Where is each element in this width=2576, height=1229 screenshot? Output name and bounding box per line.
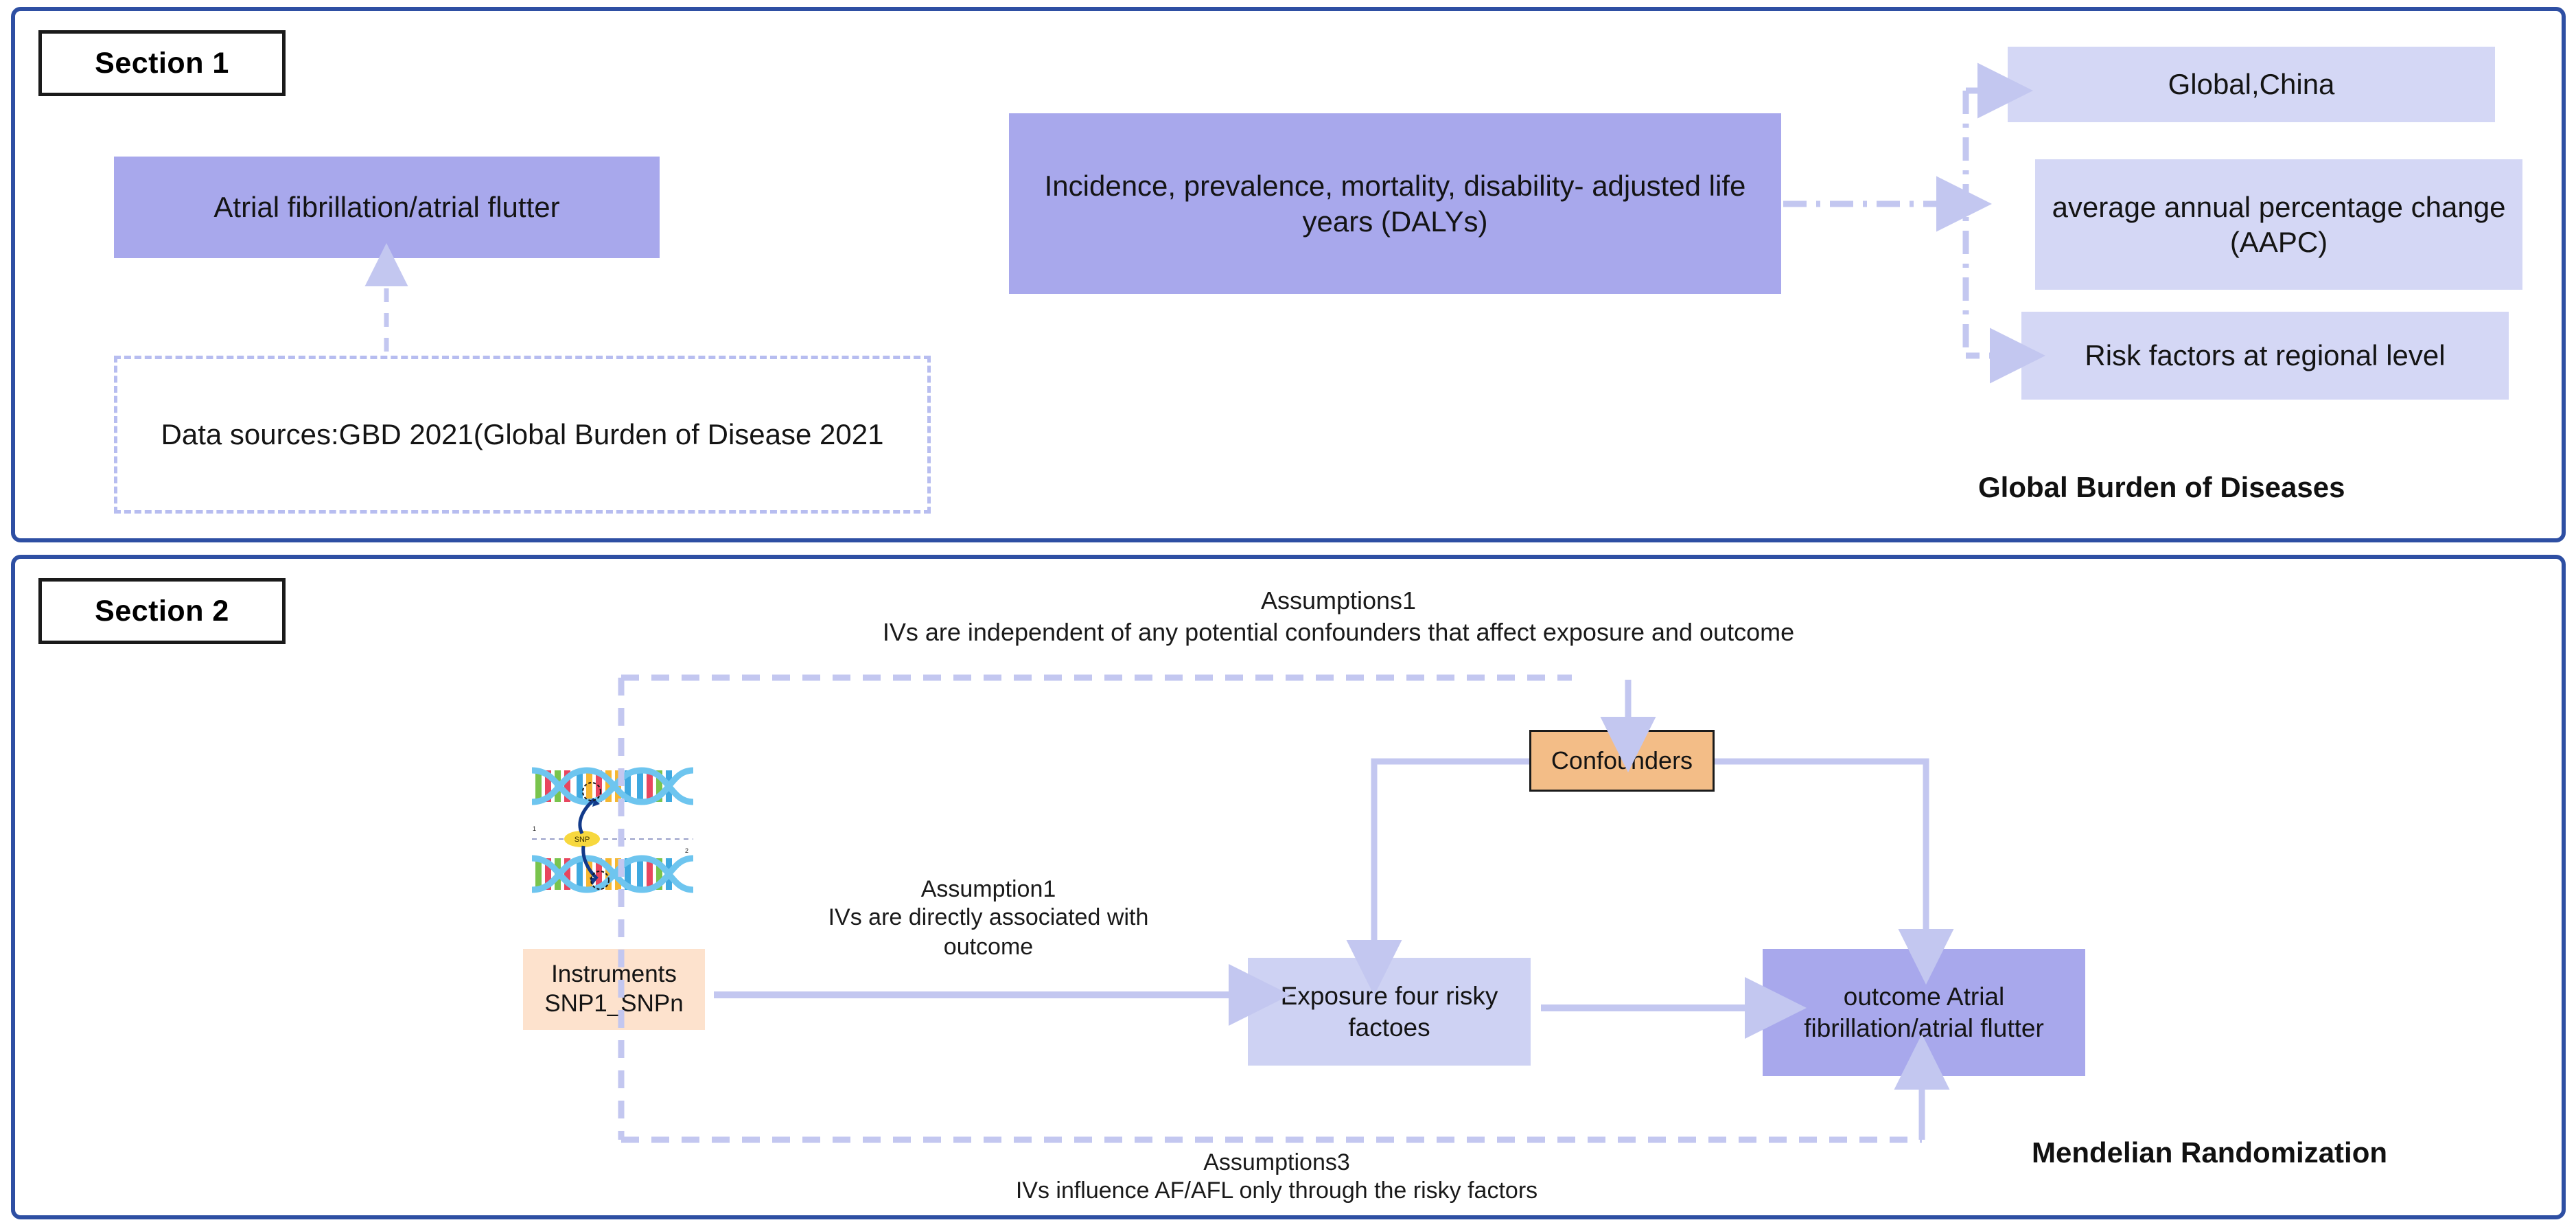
instruments-snp-box: Instruments SNP1_SNPn (523, 949, 705, 1030)
section-2-panel (11, 555, 2566, 1219)
output-box-global-china: Global,China (2008, 47, 2495, 122)
assumption1-mid-body: IVs are directly associated with outcome (828, 904, 1149, 960)
section-2-tag: Section 2 (38, 578, 286, 644)
section-1-corner-label: Global Burden of Diseases (1978, 471, 2345, 503)
svg-text:2: 2 (685, 847, 688, 854)
exposure-box: Exposure four risky factoes (1248, 958, 1531, 1066)
outcome-box: outcome Atrial fibrillation/atrial flutt… (1763, 949, 2085, 1076)
assumptions3-title: Assumptions3 (1203, 1149, 1350, 1175)
assumptions1-body: IVs are independent of any potential con… (882, 618, 1795, 646)
section-1-tag: Section 1 (38, 30, 286, 96)
assumptions3-body: IVs influence AF/AFL only through the ri… (1015, 1178, 1538, 1204)
dna-snp-label: SNP (575, 836, 590, 844)
svg-text:1: 1 (533, 825, 536, 832)
output-box-risk-factors: Risk factors at regional level (2021, 312, 2509, 400)
assumptions1-title: Assumptions1 (1260, 586, 1417, 614)
metrics-dalys-box: Incidence, prevalence, mortality, disabi… (1009, 113, 1781, 294)
assumption1-mid-title: Assumption1 (920, 876, 1056, 902)
confounders-box: Confounders (1529, 730, 1715, 792)
output-box-aapc: average annual percentage change (AAPC) (2035, 159, 2522, 290)
section-2-corner-label: Mendelian Randomization (2032, 1136, 2388, 1169)
dna-double-helix-snp-icon: 1 2 SNP (529, 762, 697, 917)
atrial-fibrillation-box: Atrial fibrillation/atrial flutter (114, 157, 660, 258)
data-sources-box: Data sources:GBD 2021(Global Burden of D… (114, 356, 931, 514)
